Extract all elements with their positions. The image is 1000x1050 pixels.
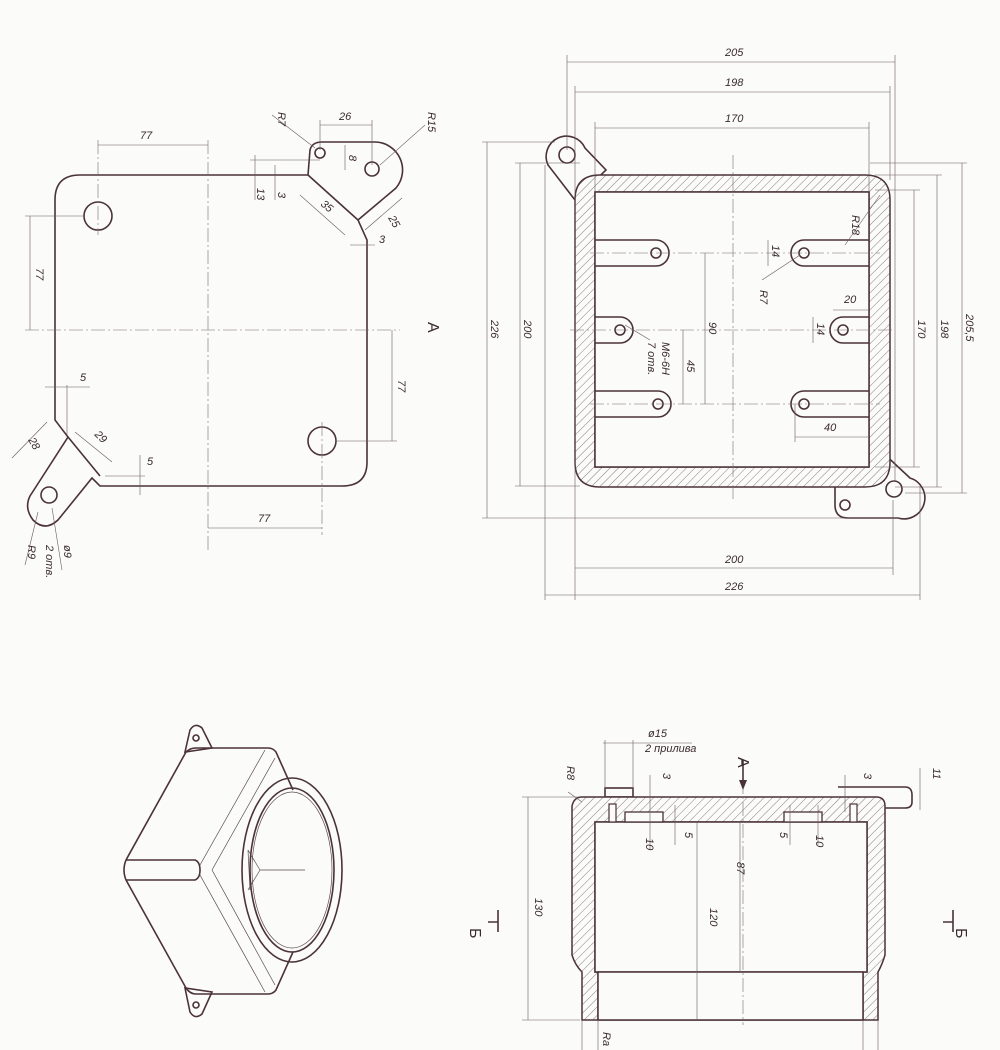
dim-label: 5 [682, 832, 694, 839]
flange-lug [834, 448, 926, 520]
dim-label: 200 [521, 319, 533, 339]
dim-label: 170 [915, 320, 927, 339]
dim-label: ø9 [61, 545, 73, 558]
view-label: A [734, 757, 751, 768]
dim-label: R7 [757, 290, 769, 305]
section-arrow-left [488, 910, 499, 932]
dim-label: 87 [734, 862, 746, 875]
dim-label: 198 [725, 77, 744, 89]
dim-label: 45 [684, 360, 696, 373]
flange-lug [545, 135, 608, 202]
section-arrow-right [943, 910, 954, 932]
dim-label: R9 [25, 545, 37, 559]
isometric-view [123, 724, 343, 1018]
dim-label: 226 [488, 319, 500, 339]
dim-label: 77 [395, 380, 407, 393]
dim-label: R15 [425, 112, 437, 133]
lug-hole [40, 486, 58, 504]
dim-label: 90 [706, 322, 718, 335]
dim-label: 205 [724, 47, 744, 59]
dim-label: 170 [725, 113, 744, 125]
dim-label: 26 [338, 111, 352, 123]
dim-label: 205,5 [963, 313, 975, 342]
plan-view: 77 77 77 77 26 R7 R15 8 13 3 35 25 3 5 5… [11, 111, 441, 578]
dim-label: 198 [938, 320, 950, 339]
dim-label: 14 [814, 323, 826, 335]
dim-label: 25 [385, 213, 402, 231]
dim-label: 120 [707, 908, 719, 927]
dim-label: 200 [724, 554, 744, 566]
dim-label: 10 [813, 835, 825, 848]
dim-label: 40 [824, 422, 837, 434]
dim-label: 226 [724, 581, 744, 593]
dim-label: 3 [275, 192, 287, 199]
dim-label: 130 [532, 898, 544, 917]
plate-outline [26, 141, 404, 527]
section-view: ø15 2 прилива R8 3 3 11 10 5 5 10 130 12… [466, 728, 969, 1050]
dim-label: 77 [33, 268, 45, 281]
section-label-left: Б [466, 928, 483, 939]
dim-label: 5 [147, 456, 154, 468]
dim-label: 5 [80, 372, 87, 384]
dim-label: 3 [660, 773, 672, 780]
dim-label: 28 [25, 435, 42, 453]
dim-label: 3 [379, 234, 386, 246]
dim-label: 20 [843, 294, 857, 306]
cavity [594, 821, 868, 973]
thread-label: M6-6H [659, 342, 671, 375]
dim-label: 10 [643, 838, 655, 851]
view-label: A [424, 322, 441, 333]
roughness-label: Ra [600, 1032, 612, 1046]
section-label-right: Б [952, 928, 969, 939]
thread-count-label: 7 отв. [645, 342, 657, 375]
dim-label: 77 [140, 130, 153, 142]
dim-label: 5 [777, 832, 789, 839]
bottom-view: 205 198 170 226 200 170 198 205,5 200 22… [482, 47, 975, 600]
dim-label: 14 [769, 245, 781, 257]
dim-label: ø15 [648, 728, 668, 740]
dim-label: R8 [564, 766, 576, 781]
bore [597, 971, 864, 1021]
dim-label: 2 отв. [43, 544, 55, 578]
dim-label: 11 [930, 768, 942, 779]
dim-label: 13 [254, 188, 266, 201]
boss-note: 2 прилива [644, 743, 696, 755]
dim-label: 3 [861, 773, 873, 780]
dim-label: 8 [346, 155, 358, 162]
dim-label: R7 [275, 112, 287, 127]
dim-label: R18 [849, 215, 861, 236]
dim-label: 29 [91, 428, 109, 446]
dim-label: 77 [258, 513, 271, 525]
